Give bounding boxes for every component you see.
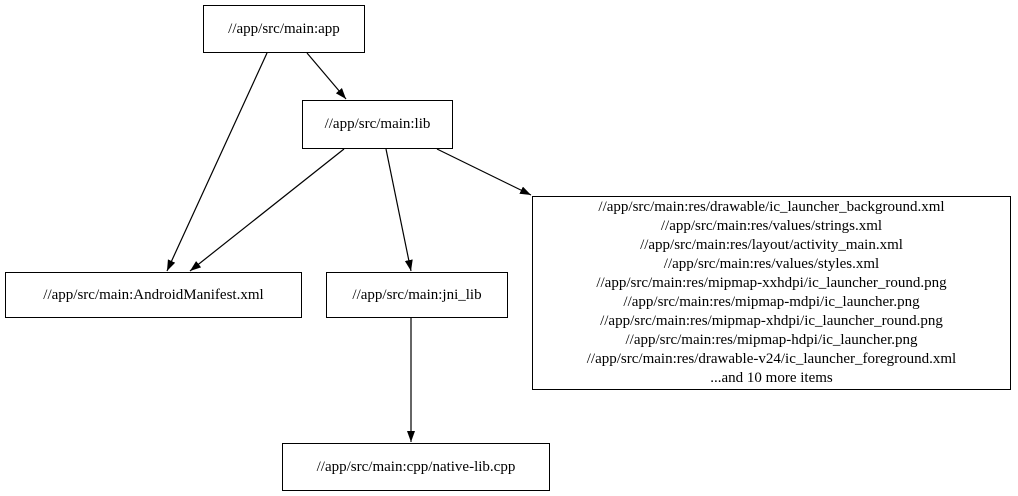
node-native-lib-label: //app/src/main:cpp/native-lib.cpp: [316, 458, 516, 475]
res-file-line: //app/src/main:res/drawable-v24/ic_launc…: [586, 351, 957, 367]
edge-lib-to-manifest: [189, 148, 345, 272]
node-lib-label: //app/src/main:lib: [324, 116, 431, 132]
graph-node-jni-lib: //app/src/main:jni_lib: [326, 272, 508, 318]
edge-app-to-manifest: [166, 52, 268, 272]
graph-node-lib: //app/src/main:lib: [302, 100, 453, 149]
edge-lib-to-res-group: [436, 148, 532, 196]
res-more-items-line: ...and 10 more items: [710, 370, 833, 386]
edge-app-to-lib: [306, 52, 347, 100]
res-file-line: //app/src/main:res/drawable/ic_launcher_…: [598, 199, 945, 215]
res-file-line: //app/src/main:res/values/styles.xml: [663, 256, 880, 272]
edge-lib-to-jni-lib: [385, 148, 413, 272]
graph-node-res-group: //app/src/main:res/drawable/ic_launcher_…: [532, 196, 1011, 390]
graph-node-android-manifest: //app/src/main:AndroidManifest.xml: [5, 272, 302, 318]
node-manifest-label: //app/src/main:AndroidManifest.xml: [43, 286, 264, 303]
res-file-line: //app/src/main:res/mipmap-xhdpi/ic_launc…: [600, 313, 943, 329]
res-file-line: //app/src/main:res/mipmap-hdpi/ic_launch…: [625, 332, 918, 348]
node-app-label: //app/src/main:app: [228, 20, 340, 37]
node-jni-lib-label: //app/src/main:jni_lib: [352, 286, 482, 303]
res-file-line: //app/src/main:res/layout/activity_main.…: [640, 237, 903, 253]
res-file-line: //app/src/main:res/mipmap-xxhdpi/ic_laun…: [596, 275, 947, 291]
res-file-line: //app/src/main:res/mipmap-mdpi/ic_launch…: [623, 294, 920, 310]
graph-node-app: //app/src/main:app: [203, 5, 365, 53]
res-file-line: //app/src/main:res/values/strings.xml: [660, 218, 883, 234]
graph-node-native-lib-cpp: //app/src/main:cpp/native-lib.cpp: [282, 443, 550, 491]
